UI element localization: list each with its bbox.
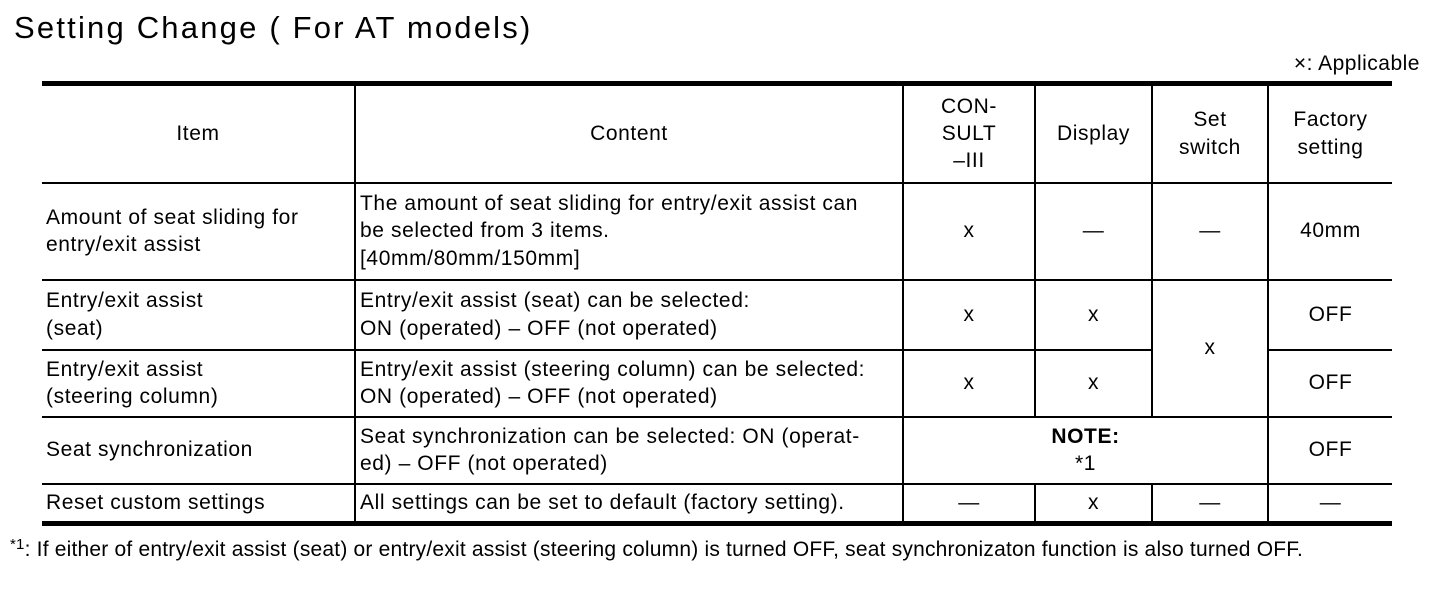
cell-item: Amount of seat sliding for entry/exit as… bbox=[42, 181, 356, 281]
cell-content: Seat synchronization can be selected: ON… bbox=[354, 415, 904, 485]
cell-factory-setting: OFF bbox=[1267, 278, 1392, 351]
table-row-reset-custom-settings: Reset custom settings All settings can b… bbox=[42, 482, 1392, 525]
cell-factory-setting: — bbox=[1267, 482, 1392, 525]
cell-set-switch: — bbox=[1151, 482, 1269, 525]
cell-display: — bbox=[1034, 181, 1153, 281]
header-display: Display bbox=[1034, 82, 1153, 184]
cell-factory-setting: 40mm bbox=[1267, 181, 1392, 281]
cell-consult-iii: — bbox=[902, 482, 1036, 525]
applicable-legend: ×: Applicable bbox=[1293, 52, 1420, 75]
cell-item: Reset custom settings bbox=[42, 482, 356, 525]
cell-consult-iii: x bbox=[902, 278, 1036, 351]
footnote-marker: *1 bbox=[10, 536, 25, 553]
table-row-seat-synchronization: Seat synchronization Seat synchronizatio… bbox=[42, 415, 1392, 485]
note-label: NOTE: bbox=[1051, 424, 1120, 448]
note-reference: *1 bbox=[1074, 452, 1097, 475]
header-consult-iii: CON- SULT –III bbox=[902, 82, 1036, 184]
table-row-entry-exit-steering: Entry/exit assist (steering column) Entr… bbox=[42, 348, 1392, 418]
cell-item: Entry/exit assist (seat) bbox=[42, 278, 356, 351]
page-title: Setting Change ( For AT models) bbox=[14, 10, 533, 45]
cell-display: x bbox=[1034, 482, 1153, 525]
cell-content: The amount of seat sliding for entry/exi… bbox=[354, 181, 904, 281]
footnote-text: : If either of entry/exit assist (seat) … bbox=[24, 538, 1303, 561]
setting-change-table: Item Content CON- SULT –III Display Set … bbox=[42, 81, 1392, 526]
footnote: *1: If either of entry/exit assist (seat… bbox=[10, 536, 1450, 562]
table-row-entry-exit-seat: Entry/exit assist (seat) Entry/exit assi… bbox=[42, 278, 1392, 418]
cell-set-switch-merged: x bbox=[1151, 278, 1269, 418]
cell-set-switch: — bbox=[1151, 181, 1269, 281]
cell-display: x bbox=[1034, 348, 1153, 418]
cell-content: Entry/exit assist (steering column) can … bbox=[354, 348, 904, 418]
cell-item: Seat synchronization bbox=[42, 415, 356, 485]
cell-factory-setting: OFF bbox=[1267, 348, 1392, 418]
header-content: Content bbox=[354, 82, 904, 184]
cell-consult-iii: x bbox=[902, 181, 1036, 281]
cell-consult-iii: x bbox=[902, 348, 1036, 418]
cell-note: NOTE: *1 bbox=[902, 415, 1269, 485]
cell-item: Entry/exit assist (steering column) bbox=[42, 348, 356, 418]
header-factory-setting: Factory setting bbox=[1267, 82, 1392, 184]
cell-factory-setting: OFF bbox=[1267, 415, 1392, 485]
cell-display: x bbox=[1034, 278, 1153, 351]
header-item: Item bbox=[42, 82, 356, 184]
table-header-row: Item Content CON- SULT –III Display Set … bbox=[42, 82, 1392, 184]
cell-content: All settings can be set to default (fact… bbox=[354, 482, 904, 525]
cell-content: Entry/exit assist (seat) can be selected… bbox=[354, 278, 904, 351]
header-set-switch: Set switch bbox=[1151, 82, 1269, 184]
table-row-seat-sliding: Amount of seat sliding for entry/exit as… bbox=[42, 181, 1392, 281]
